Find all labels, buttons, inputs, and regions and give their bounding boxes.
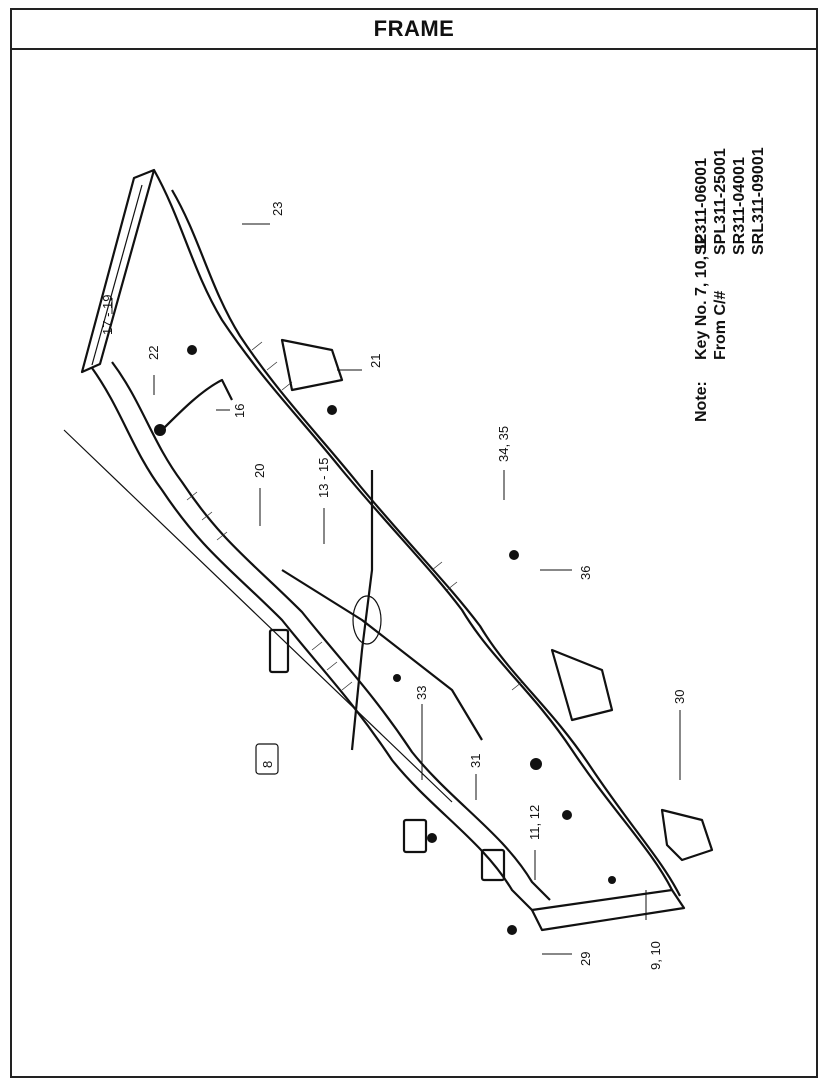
callout-11-12: 11, 12 <box>527 805 542 840</box>
callout-31: 31 <box>468 754 483 768</box>
callouts: 23 17 - 19 22 21 16 34, 35 20 13 - 15 36… <box>100 202 687 970</box>
callout-20: 20 <box>252 464 267 478</box>
page-border: FRAME Note: Key No. 7, 10, 12 From C/# S… <box>10 8 818 1078</box>
serial-1: SP311-06001 <box>693 158 710 255</box>
page-title: FRAME <box>373 16 455 41</box>
note-block: Note: Key No. 7, 10, 12 From C/# SP311-0… <box>693 147 767 422</box>
spring-hanger <box>550 648 614 722</box>
serial-2: SPL311-25001 <box>712 148 729 255</box>
rear-crossmember-edge <box>91 184 143 366</box>
x-member-center <box>352 595 382 645</box>
callout-13-15: 13 - 15 <box>316 458 331 498</box>
callout-23: 23 <box>270 202 285 216</box>
left-side-rail <box>91 367 533 911</box>
bumper-bracket-16 <box>161 378 233 431</box>
callout-34-35: 34, 35 <box>496 426 511 462</box>
x-member-b <box>350 470 374 751</box>
title-bar: FRAME <box>12 10 816 50</box>
x-member-a <box>281 569 483 741</box>
serial-4: SRL311-09001 <box>750 147 767 255</box>
serial-3: SR311-04001 <box>731 157 748 255</box>
callout-36: 36 <box>578 566 593 580</box>
callout-21: 21 <box>368 354 383 368</box>
note-from-line: From C/# <box>712 291 729 360</box>
callout-29: 29 <box>578 952 593 966</box>
callout-22: 22 <box>146 346 161 360</box>
rail-hatching <box>186 341 523 691</box>
frame-diagram: Note: Key No. 7, 10, 12 From C/# SP311-0… <box>63 147 767 970</box>
callout-8-box <box>255 743 279 775</box>
bracket-8 <box>268 628 290 674</box>
tow-hook <box>660 808 714 862</box>
right-side-rail-inner <box>171 189 681 897</box>
callout-16: 16 <box>232 404 247 418</box>
bolt-holes <box>154 345 616 935</box>
callout-9-10: 9, 10 <box>648 941 663 970</box>
left-side-rail-inner <box>111 361 551 901</box>
bracket-mount-left <box>402 818 428 854</box>
note-label: Note: <box>693 381 710 422</box>
callout-33: 33 <box>414 686 429 700</box>
chassis-frame <box>80 168 714 935</box>
callout-17-19: 17 - 19 <box>100 295 115 335</box>
right-side-rail <box>153 169 673 891</box>
rear-crossmember <box>80 168 156 374</box>
callout-30: 30 <box>672 690 687 704</box>
front-crossmember <box>530 888 686 932</box>
note-key-line: Key No. 7, 10, 12 <box>693 234 710 360</box>
rear-hanger <box>280 338 344 392</box>
callout-8: 8 <box>260 761 275 768</box>
reference-line <box>63 429 453 803</box>
bracket-mount-front <box>480 848 506 882</box>
